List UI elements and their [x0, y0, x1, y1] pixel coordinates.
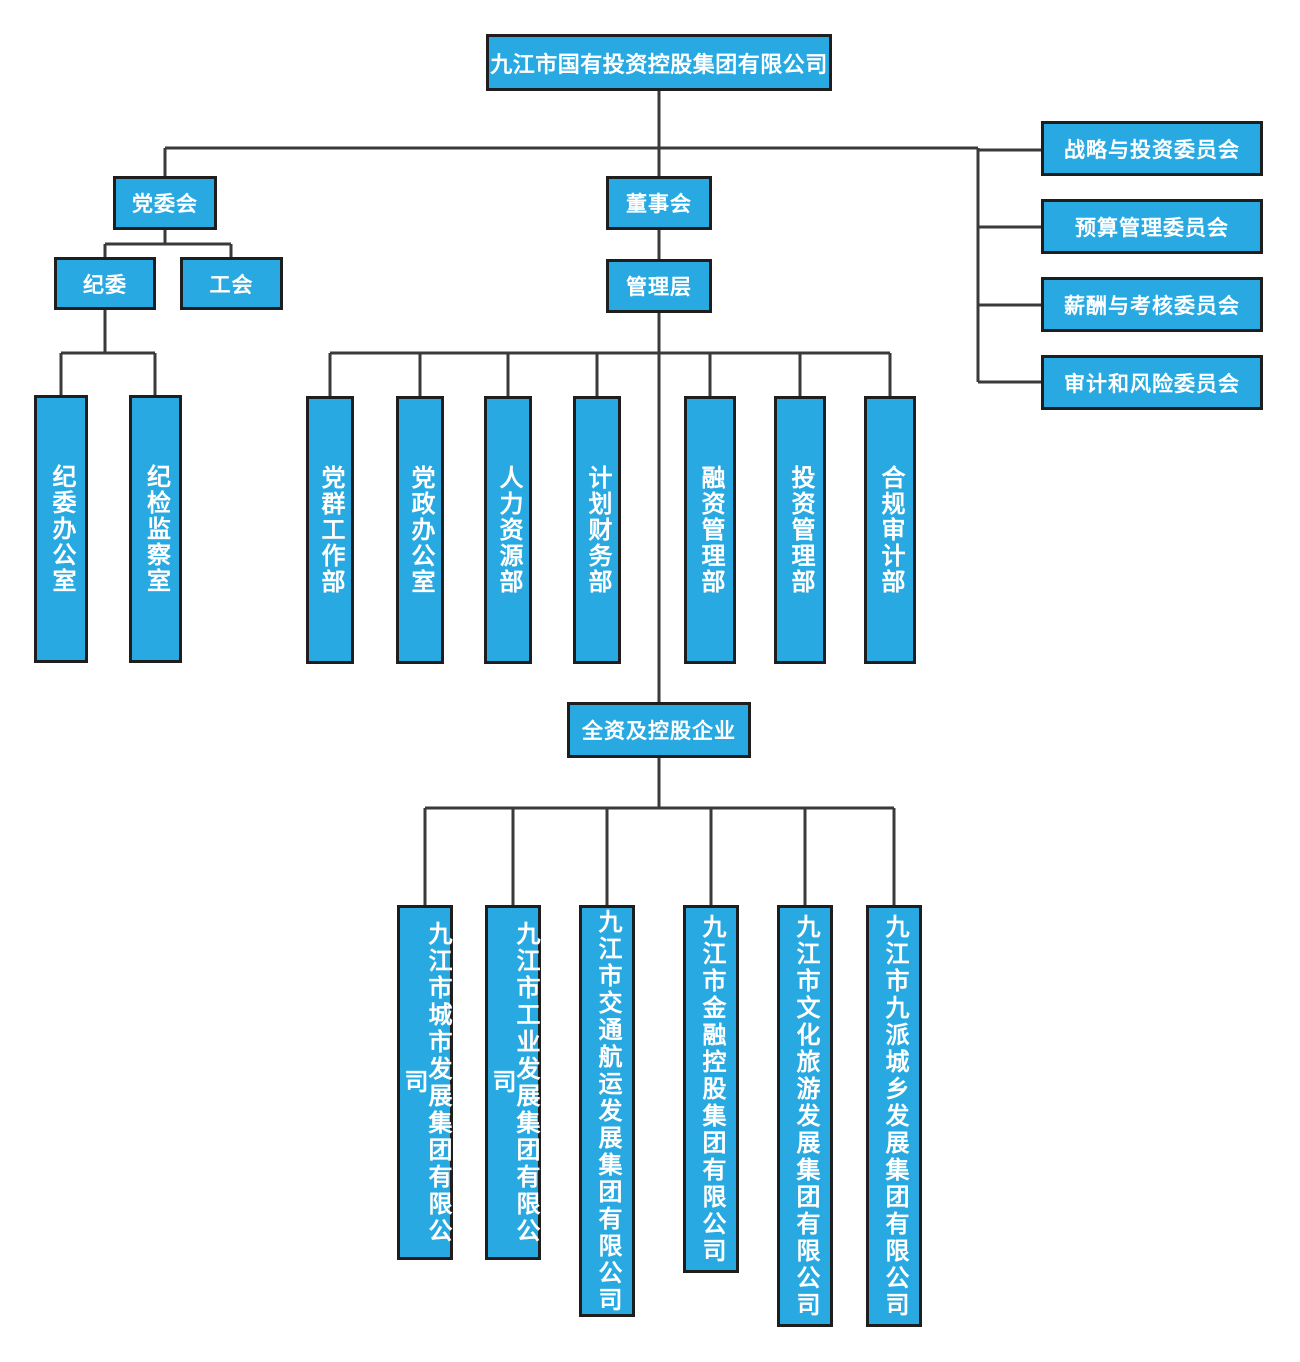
node-subsidiary-jiupai-urban-rural: 九江市九派城乡发展集团有限公司 — [866, 905, 922, 1327]
node-label: 九江市文化旅游发展集团有限公司 — [792, 913, 819, 1319]
connector-departments — [328, 230, 892, 702]
node-label: 人力资源部 — [495, 465, 522, 595]
node-discipline-inspection-office: 纪检监察室 — [129, 395, 182, 663]
node-board-of-directors: 董事会 — [606, 176, 712, 230]
node-dept-financing-management: 融资管理部 — [684, 396, 736, 664]
connector-board-committees — [976, 148, 1041, 384]
node-dept-human-resources: 人力资源部 — [484, 396, 532, 664]
node-subsidiary-financial-holding: 九江市金融控股集团有限公司 — [683, 905, 739, 1273]
node-subsidiary-transport-shipping: 九江市交通航运发展集团有限公司 — [579, 905, 635, 1317]
node-discipline-committee: 纪委 — [54, 257, 156, 310]
node-committee-audit-risk: 审计和风险委员会 — [1041, 355, 1263, 410]
node-subsidiary-culture-tourism: 九江市文化旅游发展集团有限公司 — [777, 905, 833, 1327]
node-label: 纪检监察室 — [142, 464, 170, 594]
node-label: 九江市城市发展集团有限公司 — [400, 920, 451, 1245]
node-dept-investment-management: 投资管理部 — [774, 396, 826, 664]
node-label: 九江市工业发展集团有限公司 — [488, 920, 539, 1245]
node-label: 投资管理部 — [787, 465, 814, 595]
node-committee-budget-management: 预算管理委员会 — [1041, 199, 1263, 254]
node-label: 九江市交通航运发展集团有限公司 — [594, 908, 621, 1314]
node-label: 纪委办公室 — [48, 464, 75, 594]
node-label: 党群工作部 — [317, 465, 344, 595]
node-label: 九江市九派城乡发展集团有限公司 — [881, 913, 908, 1319]
node-label: 合规审计部 — [877, 465, 904, 595]
node-label: 计划财务部 — [584, 465, 611, 595]
connector-root-trunk — [163, 91, 978, 176]
node-party-committee: 党委会 — [113, 176, 217, 230]
node-dept-compliance-audit: 合规审计部 — [864, 396, 916, 664]
node-dept-party-mass-work: 党群工作部 — [306, 396, 354, 664]
node-label: 九江市金融控股集团有限公司 — [698, 913, 725, 1265]
node-dept-party-admin-office: 党政办公室 — [396, 396, 444, 664]
node-subsidiary-urban-development: 九江市城市发展集团有限公司 — [397, 905, 453, 1260]
node-group-root: 九江市国有投资控股集团有限公司 — [486, 34, 832, 91]
node-holding-enterprises-header: 全资及控股企业 — [567, 702, 751, 758]
node-label: 融资管理部 — [697, 465, 724, 595]
node-committee-compensation-assessment: 薪酬与考核委员会 — [1041, 277, 1263, 332]
node-committee-strategy-investment: 战略与投资委员会 — [1041, 121, 1263, 176]
connector-party-branch — [59, 230, 233, 395]
node-discipline-office: 纪委办公室 — [34, 395, 88, 663]
node-dept-planning-finance: 计划财务部 — [573, 396, 621, 664]
node-subsidiary-industrial-development: 九江市工业发展集团有限公司 — [485, 905, 541, 1260]
node-label: 党政办公室 — [407, 465, 434, 595]
node-management: 管理层 — [606, 259, 712, 313]
node-labor-union: 工会 — [180, 257, 283, 310]
connector-subsidiaries — [423, 758, 896, 905]
